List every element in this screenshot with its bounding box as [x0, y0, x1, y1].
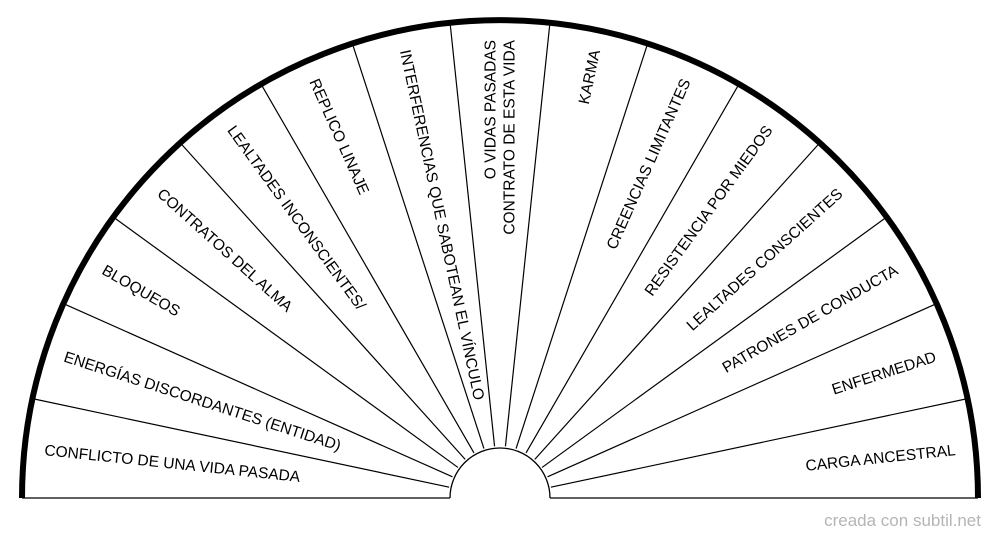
segment-divider	[547, 303, 937, 478]
segment-label: ENFERMEDAD	[830, 349, 938, 399]
segment-label: CONTRATO DE ESTA VIDA	[502, 39, 519, 234]
segment-divider	[541, 216, 888, 468]
segment-divider	[32, 398, 450, 488]
segment-divider	[525, 83, 740, 454]
credit-text: creada con subtil.net	[824, 511, 981, 530]
segment-divider	[260, 83, 475, 454]
segment-divider	[112, 216, 459, 468]
segment-dividers	[32, 22, 968, 488]
segment-7: INTERFERENCIAS QUE SABOTEAN EL VÍNCULO	[396, 48, 487, 401]
segment-14: ENFERMEDAD	[830, 349, 938, 399]
segment-1: CONFLICTO DE UNA VIDA PASADA	[44, 442, 302, 486]
segment-label: KARMA	[576, 48, 604, 106]
segment-10: CREENCIAS LIMITANTES	[604, 76, 695, 252]
segment-divider	[449, 22, 496, 447]
segment-3: BLOQUEOS	[99, 262, 183, 320]
segment-label: CARGA ANCESTRAL	[805, 442, 957, 475]
segment-divider	[179, 142, 466, 460]
segment-divider	[351, 43, 485, 449]
segment-divider	[550, 398, 968, 488]
segment-label: CONTRATOS DEL ALMA	[154, 186, 296, 316]
segment-divider	[515, 43, 649, 449]
segment-label: O VIDAS PASADAS	[483, 40, 500, 179]
segment-2: ENERGÍAS DISCORDANTES (ENTIDAD)	[62, 349, 343, 455]
segment-divider	[504, 22, 551, 447]
segment-15: CARGA ANCESTRAL	[805, 442, 957, 475]
segment-4: CONTRATOS DEL ALMA	[154, 186, 296, 316]
segment-divider	[534, 142, 821, 460]
segment-divider	[63, 303, 453, 478]
segment-label: CREENCIAS LIMITANTES	[604, 76, 695, 252]
segment-9: KARMA	[576, 48, 604, 106]
segment-label: CONFLICTO DE UNA VIDA PASADA	[44, 442, 302, 486]
segment-label: ENERGÍAS DISCORDANTES (ENTIDAD)	[62, 349, 343, 455]
inner-arc	[449, 447, 551, 499]
segment-label: BLOQUEOS	[99, 262, 183, 320]
outer-arc	[19, 17, 981, 499]
segment-label: INTERFERENCIAS QUE SABOTEAN EL VÍNCULO	[396, 48, 487, 401]
